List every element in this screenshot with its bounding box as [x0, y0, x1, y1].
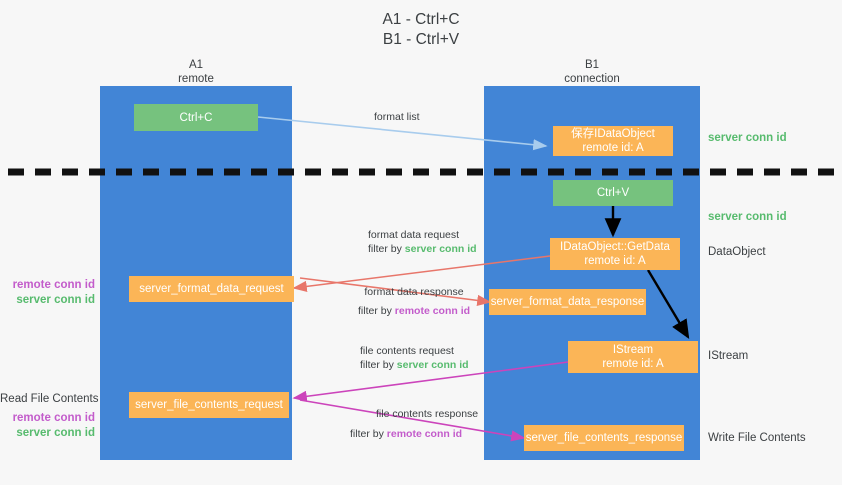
node-idataobject-getdata-line2: remote id: A: [584, 255, 646, 267]
edge-label-format-list-line1: format list: [374, 111, 420, 123]
node-server-format-data-request-label: server_format_data_request: [139, 283, 284, 295]
annotation-group-format-conn-ids: remote conn id server conn id: [0, 278, 95, 308]
filter-by-prefix: filter by: [360, 359, 397, 371]
node-istream-line1: IStream: [612, 344, 654, 356]
node-ctrl-v-label: Ctrl+V: [596, 187, 630, 199]
node-server-file-contents-response[interactable]: server_file_contents_response: [524, 425, 684, 451]
filter-by-prefix: filter by: [358, 305, 395, 317]
annotation-server-conn-id-3: server conn id: [16, 294, 95, 306]
node-server-file-contents-request[interactable]: server_file_contents_request: [129, 392, 289, 418]
node-server-file-contents-request-label: server_file_contents_request: [135, 399, 283, 411]
column-header-b1: B1 connection: [484, 58, 700, 86]
node-save-idataobject-line2: remote id: A: [582, 142, 644, 154]
node-server-format-data-response-label: server_format_data_response: [490, 296, 645, 308]
node-server-file-contents-response-label: server_file_contents_response: [525, 432, 683, 444]
node-save-idataobject-line1: 保存IDataObject: [571, 128, 655, 140]
annotation-write-file-contents: Write File Contents: [708, 432, 806, 444]
annotation-istream: IStream: [708, 350, 749, 362]
annotation-server-conn-id-4: server conn id: [16, 427, 95, 439]
node-istream[interactable]: IStream remote id: A: [568, 341, 698, 373]
annotation-remote-conn-id-1: remote conn id: [12, 279, 95, 291]
edge-label-file-contents-request: file contents request filter by server c…: [360, 344, 469, 372]
edge-label-file-contents-request-line2: filter by server conn id: [360, 358, 469, 372]
title-line-2: B1 - Ctrl+V: [382, 31, 460, 48]
filter-token-remote-conn-id: remote conn id: [386, 428, 463, 440]
edge-label-format-data-response-line1: format data response: [364, 286, 464, 298]
annotation-group-file-conn-ids: remote conn id server conn id: [0, 411, 95, 441]
edge-label-format-data-request: format data request filter by server con…: [368, 228, 477, 256]
filter-by-prefix: filter by: [368, 243, 405, 255]
title-line-1: A1 - Ctrl+C: [382, 11, 460, 28]
filter-by-prefix: filter by: [350, 428, 387, 440]
node-server-format-data-response[interactable]: server_format_data_response: [489, 289, 646, 315]
edge-label-format-data-response: format data response filter by remote co…: [358, 285, 470, 318]
node-istream-line2: remote id: A: [602, 358, 664, 370]
edge-label-format-data-response-line2: filter by remote conn id: [358, 304, 470, 318]
filter-token-remote-conn-id: remote conn id: [394, 305, 471, 317]
node-server-format-data-request[interactable]: server_format_data_request: [129, 276, 294, 302]
edge-label-file-contents-response-line2: filter by remote conn id: [350, 427, 478, 441]
edge-label-format-data-request-line1: format data request: [368, 229, 460, 241]
node-ctrl-v[interactable]: Ctrl+V: [553, 180, 673, 206]
filter-token-server-conn-id: server conn id: [404, 243, 477, 255]
annotation-dataobject: DataObject: [708, 246, 766, 258]
node-idataobject-getdata[interactable]: IDataObject::GetData remote id: A: [550, 238, 680, 270]
column-b1-name: B1: [584, 59, 600, 71]
filter-token-server-conn-id: server conn id: [396, 359, 469, 371]
node-ctrl-c[interactable]: Ctrl+C: [134, 104, 258, 131]
annotation-server-conn-id-2: server conn id: [708, 211, 787, 223]
annotation-remote-conn-id-2: remote conn id: [12, 412, 95, 424]
edge-label-file-contents-response: file contents response filter by remote …: [350, 407, 478, 441]
node-save-idataobject[interactable]: 保存IDataObject remote id: A: [553, 126, 673, 156]
column-b1-sub: connection: [564, 73, 620, 85]
edge-label-file-contents-request-line1: file contents request: [360, 345, 454, 357]
column-header-a1: A1 remote: [100, 58, 292, 86]
column-a1-name: A1: [188, 59, 204, 71]
column-a1-sub: remote: [178, 73, 214, 85]
annotation-read-file-contents: Read File Contents: [0, 393, 99, 405]
edge-label-format-data-request-line2: filter by server conn id: [368, 242, 477, 256]
node-idataobject-getdata-line1: IDataObject::GetData: [560, 241, 670, 253]
edge-label-format-list: format list: [374, 110, 420, 124]
annotation-server-conn-id-1: server conn id: [708, 132, 787, 144]
edge-label-file-contents-response-line1: file contents response: [376, 408, 479, 420]
page-title: A1 - Ctrl+C B1 - Ctrl+V: [0, 10, 842, 50]
node-ctrl-c-label: Ctrl+C: [179, 111, 213, 124]
